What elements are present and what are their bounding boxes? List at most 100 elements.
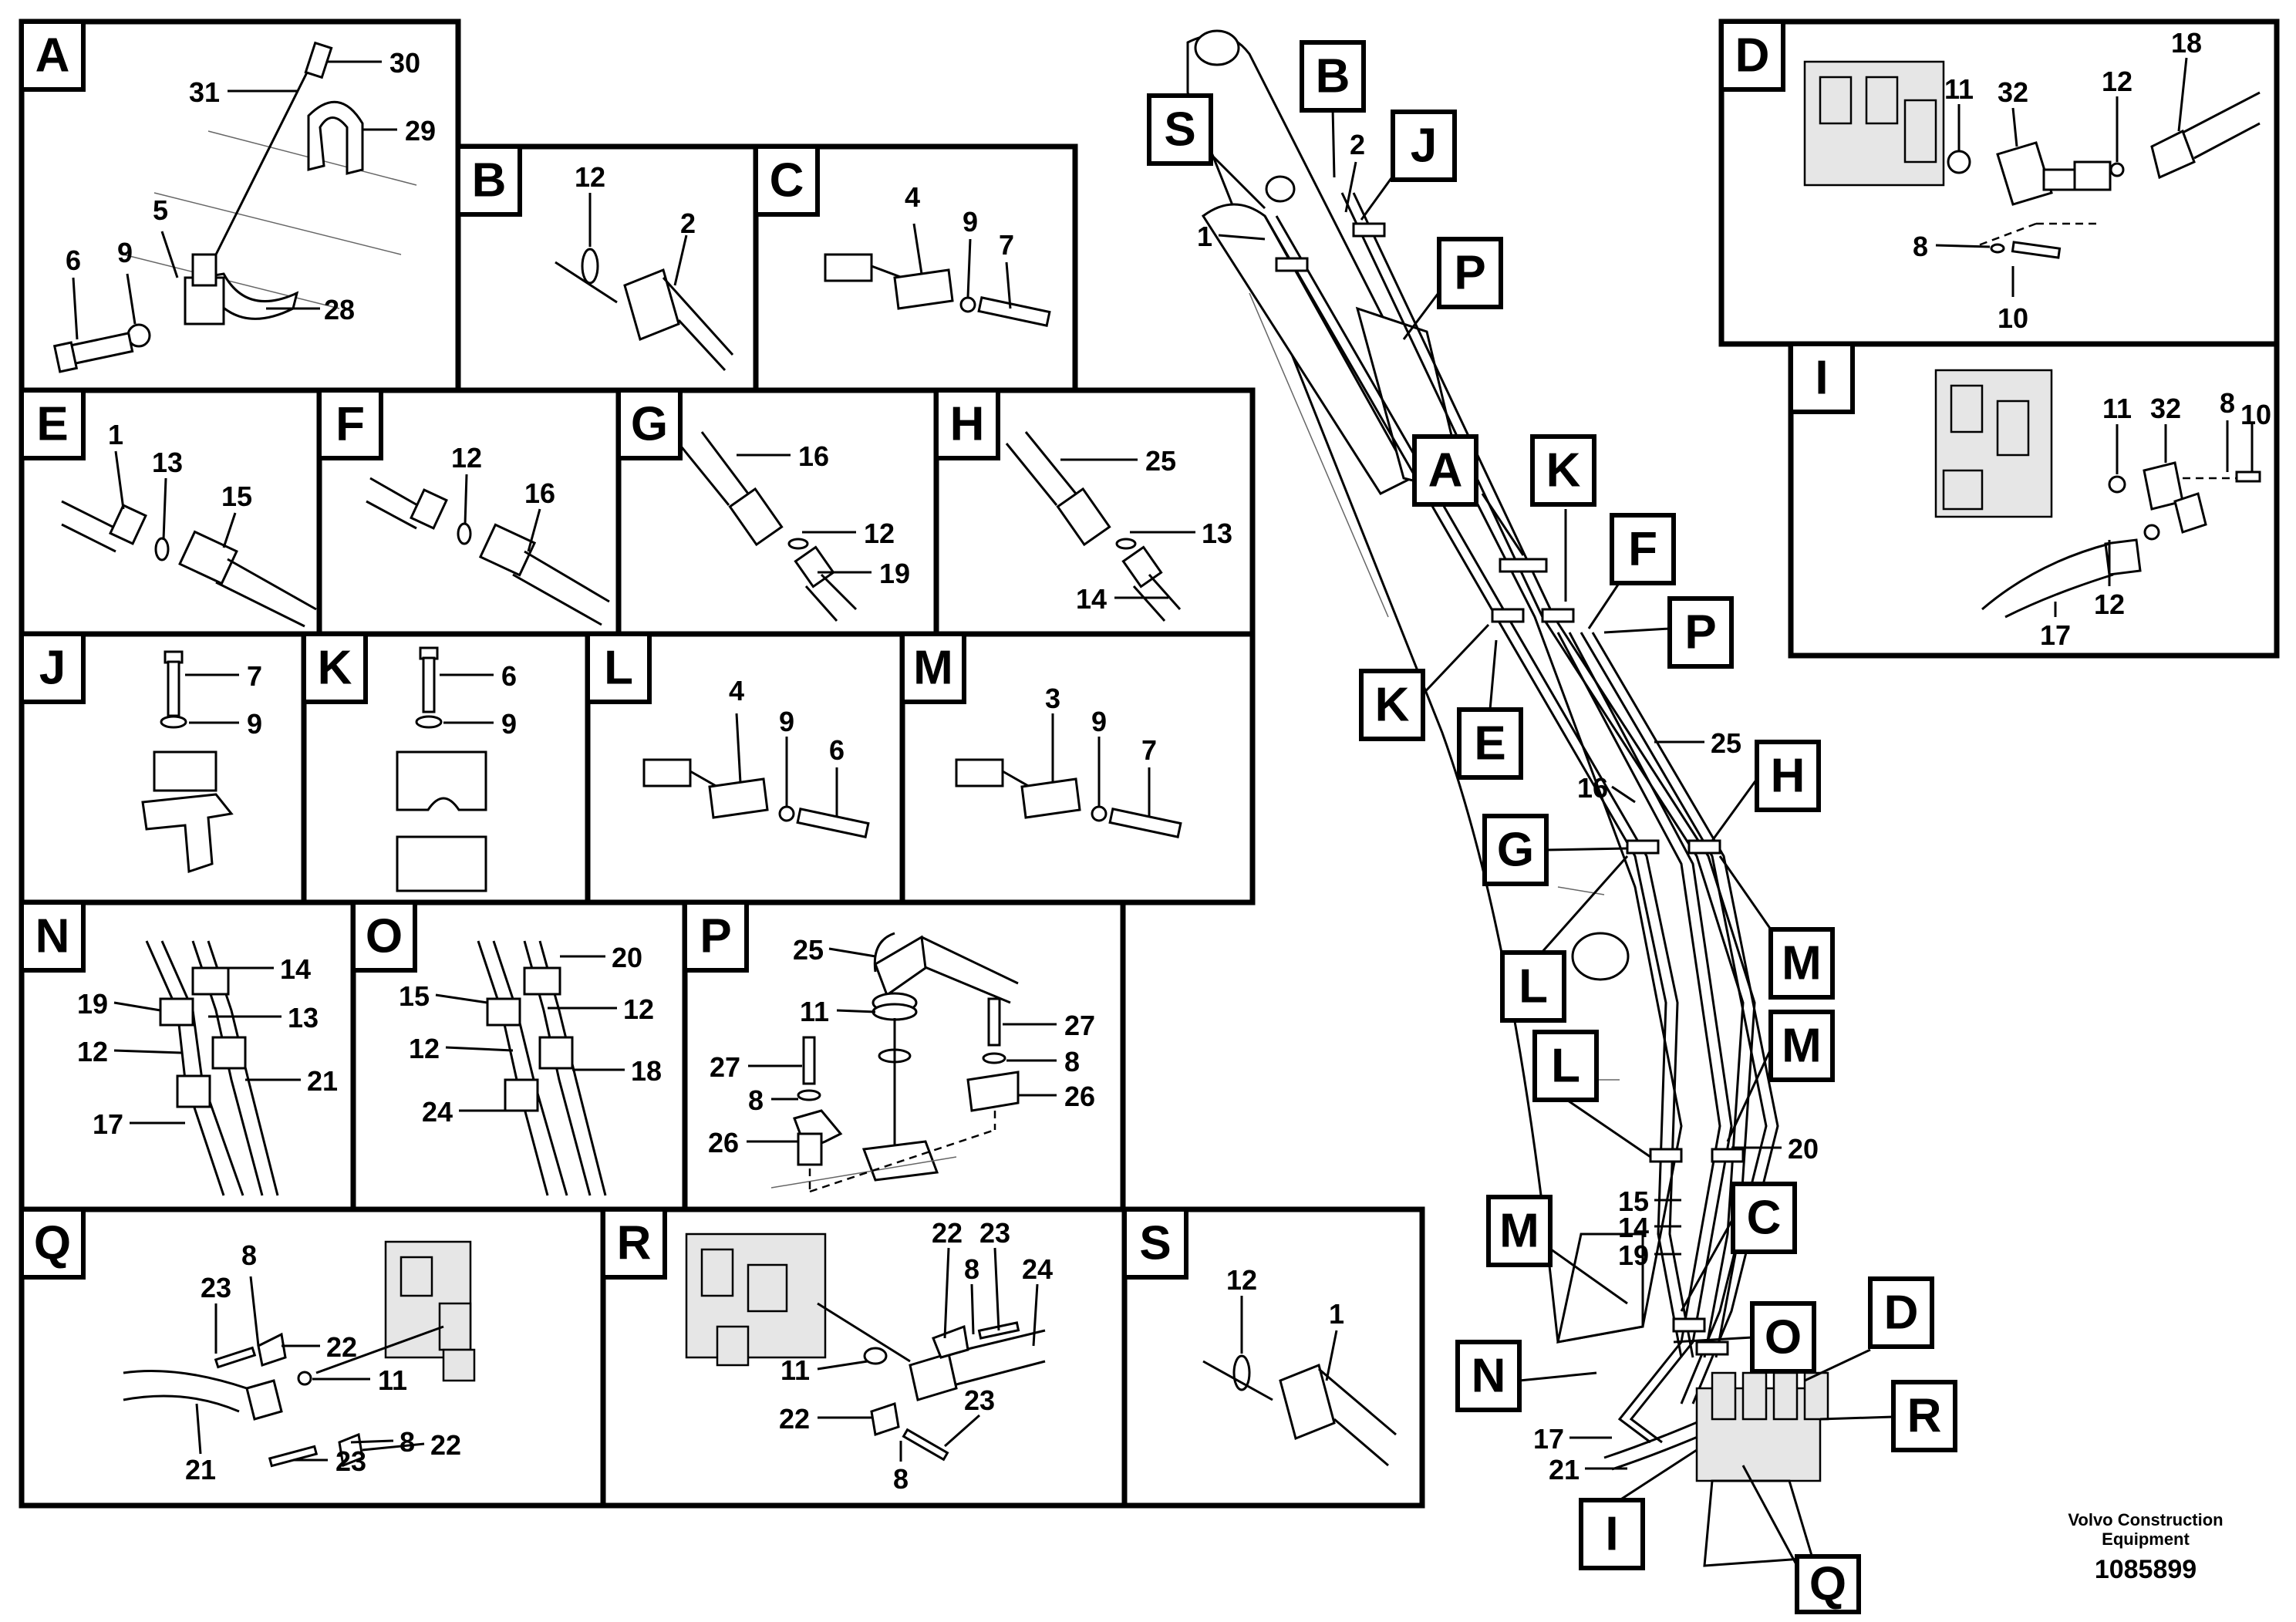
part-number: 30 [389,47,420,79]
panel-d-labels: 11 32 12 18 8 10 [1913,27,2202,334]
part-number: 24 [422,1096,453,1128]
part-number: 20 [612,942,642,973]
panel-o-labels: 20 15 12 12 18 24 [399,942,662,1128]
panel-j-tag: J [39,642,66,695]
main-tag: C [1747,1192,1782,1245]
part-number: 7 [999,229,1014,261]
part-number: 12 [2102,66,2132,97]
part-number: 12 [409,1033,440,1064]
panel-i-tag: I [1815,352,1828,405]
main-tag: M [1782,937,1822,990]
part-number: 17 [2040,619,2071,651]
panel-h-drawing [1005,431,1182,622]
panel-a-labels: 30 31 29 5 6 9 28 [66,47,436,340]
main-tag: A [1428,444,1463,497]
panel-l-drawing [642,758,870,838]
part-number: 6 [66,244,81,276]
part-number: 21 [185,1454,216,1485]
panel-c-labels: 4 9 7 [905,181,1014,309]
panel-q-labels: 8 23 22 11 22 21 23 8 [185,1239,461,1485]
main-tag: L [1551,1040,1580,1093]
part-number: 3 [1045,683,1060,714]
part-number: 8 [748,1084,764,1116]
part-number: 4 [905,181,920,213]
footer: Volvo Construction Equipment 1085899 [2068,1510,2223,1584]
panel-h-tag: H [950,398,985,451]
panel-d-tag: D [1735,29,1770,83]
main-tag: P [1454,247,1485,300]
panel-s-labels: 12 1 [1226,1264,1344,1381]
panel-g-drawing [677,431,858,622]
part-number: 1 [1329,1298,1344,1330]
panel-c-tag: C [770,154,804,207]
panel-b-tag: B [472,154,507,207]
part-number: 19 [1618,1239,1649,1271]
main-tag: H [1771,750,1805,803]
part-number: 9 [1091,706,1107,737]
panel-f-tag: F [335,398,365,451]
panel-e-labels: 1 13 15 [108,419,252,548]
part-number: 4 [729,675,744,706]
panel-o-tag: O [366,910,403,963]
main-tag: S [1164,103,1195,157]
main-tag: R [1907,1390,1942,1443]
panel-o-drawing [477,940,607,1196]
part-number: 2 [1350,129,1365,160]
main-tag: O [1765,1311,1802,1364]
panel-e-drawing [61,500,317,628]
credit-line-1: Volvo Construction [2068,1510,2223,1529]
part-number: 8 [2220,387,2235,419]
main-tag: L [1519,960,1548,1013]
part-number: 22 [932,1217,963,1249]
part-number: 7 [247,660,262,692]
panel-k-tag: K [318,642,352,695]
part-number: 11 [800,996,829,1027]
main-tag: F [1628,523,1657,576]
part-number: 17 [1533,1423,1564,1455]
part-number: 26 [1064,1081,1095,1112]
part-number: 8 [400,1426,415,1458]
part-number: 14 [1618,1212,1649,1243]
panel-g-labels: 16 12 19 [737,440,910,589]
panel-i-labels: 11 32 8 10 17 12 [2040,387,2271,651]
part-number: 8 [893,1463,909,1495]
part-number: 27 [710,1051,740,1083]
panel-m-tag: M [913,642,953,695]
part-number: 12 [623,993,654,1025]
part-number: 12 [2094,588,2125,620]
part-number: 7 [1141,734,1157,766]
panel-r-tag: R [617,1217,652,1270]
main-tag: M [1499,1205,1539,1258]
panel-j-labels: 7 9 [185,660,262,740]
panel-a-tag: A [35,29,70,83]
part-number: 22 [779,1403,810,1435]
part-number: 8 [1913,231,1928,262]
part-number: 15 [1618,1185,1649,1217]
panel-s-drawing [1202,1354,1397,1467]
document-number: 1085899 [2095,1555,2197,1584]
part-number: 23 [979,1217,1010,1249]
part-number: 24 [1022,1253,1053,1285]
panel-d-drawing [1803,60,2261,259]
main-tag: E [1474,717,1505,771]
part-number: 12 [451,442,482,474]
main-tag: M [1782,1020,1822,1073]
part-number: 31 [189,76,220,108]
panel-g-tag: G [631,398,668,451]
main-tag: B [1316,50,1350,103]
part-number: 11 [378,1364,407,1396]
part-number: 23 [964,1384,995,1416]
part-number: 9 [117,237,133,268]
part-number: 12 [1226,1264,1257,1296]
part-number: 1 [1197,221,1212,252]
part-number: 21 [307,1065,338,1097]
part-number: 12 [77,1036,108,1067]
part-number: 25 [1145,445,1176,477]
panel-m-labels: 3 9 7 [1045,683,1157,818]
part-number: 29 [405,115,436,147]
part-number: 8 [241,1239,257,1271]
panel-c-drawing [824,253,1051,327]
main-tags: S B J P A K F P K E H G M L L M M C O [1147,40,1957,1614]
main-tag: K [1375,679,1410,732]
